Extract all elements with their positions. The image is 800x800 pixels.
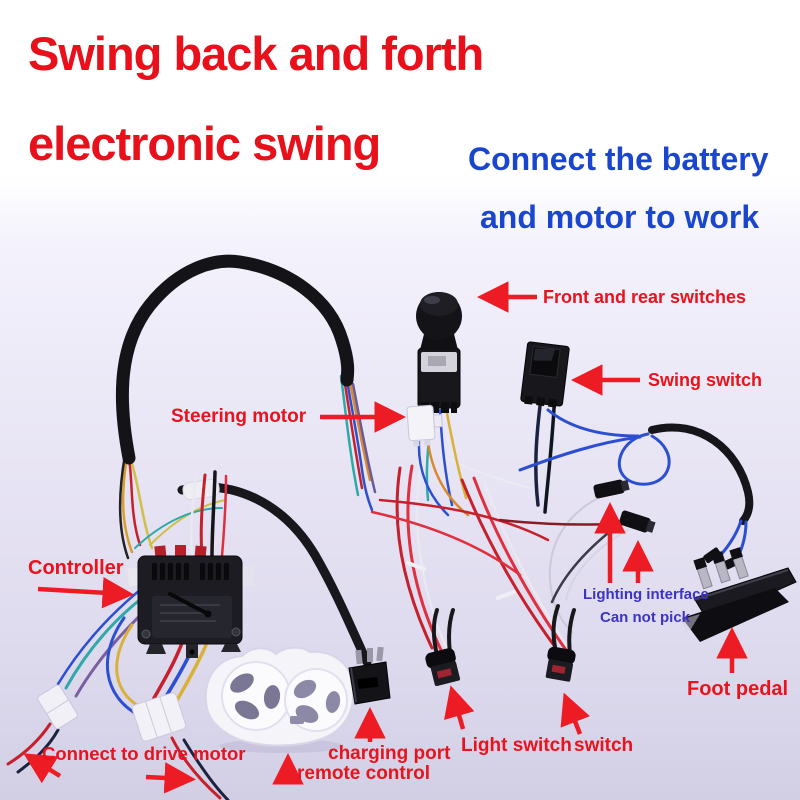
label-connect-drive-motor: Connect to drive motor	[42, 743, 246, 764]
foot-pedal	[680, 547, 797, 642]
page-title-line2: electronic swing	[28, 117, 381, 170]
label-switch: switch	[574, 735, 634, 756]
right-leg-wires	[339, 374, 377, 512]
label-swing-switch: Swing switch	[648, 370, 763, 390]
switch-red-wires	[370, 464, 624, 652]
label-controller: Controller	[28, 557, 124, 579]
label-front-rear-switches: Front and rear switches	[543, 287, 747, 307]
wire-loom-arch	[115, 254, 355, 465]
swing-switch-wires	[534, 404, 556, 514]
gear-shifter	[416, 292, 462, 413]
label-lighting-interface-line2: Can not pick	[600, 609, 691, 626]
lighting-interface-connectors	[593, 479, 656, 533]
label-light-switch: Light switch	[461, 735, 572, 756]
swing-switch	[520, 341, 570, 408]
label-steering-motor: Steering motor	[171, 406, 307, 427]
label-remote-control: remote control	[297, 763, 431, 784]
label-charging-port: charging port	[328, 743, 451, 764]
small-switch	[545, 604, 576, 682]
subtitle-line1: Connect the battery	[468, 141, 769, 177]
steering-motor-connector	[406, 404, 443, 447]
steering-connector-wires	[417, 440, 470, 517]
label-lighting-interface-line1: Lighting interface	[583, 586, 709, 603]
page-title-line1: Swing back and forth	[28, 27, 484, 80]
label-foot-pedal: Foot pedal	[687, 678, 789, 700]
drive-motor-connectors	[37, 684, 187, 742]
left-leg-wires	[118, 453, 226, 560]
controller-box	[127, 545, 254, 658]
subtitle-line2: and motor to work	[480, 199, 760, 235]
light-switch	[425, 608, 461, 687]
charging-port-connector	[348, 646, 391, 705]
remote-control	[204, 646, 355, 753]
